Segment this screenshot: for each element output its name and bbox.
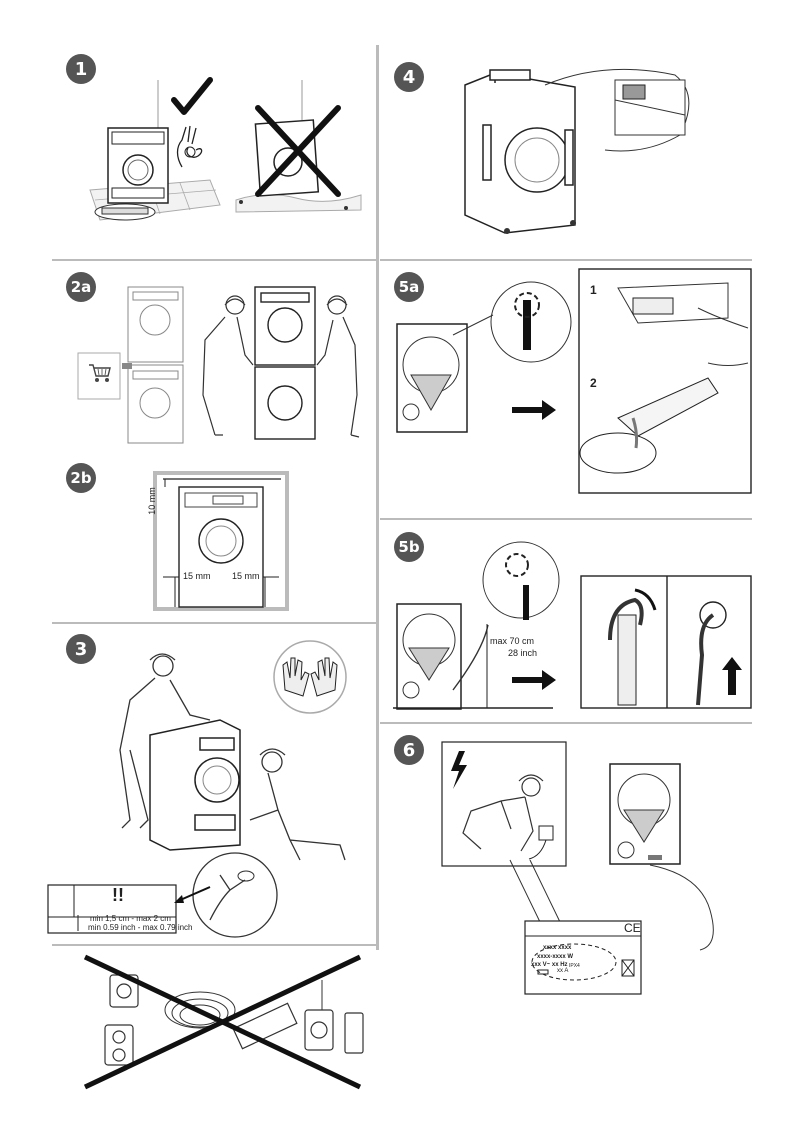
step-badge-2a: 2a [66,272,96,302]
ce-mark: CE [624,921,641,935]
rating-line-3: xxx V~ xx Hz [531,962,568,968]
rating-line-2: xxxx-xxxx W [537,954,574,960]
step-badge-1: 1 [66,54,96,84]
lightning-icon [451,751,467,789]
gloves-icon [273,640,347,714]
check-icon [171,77,213,115]
clearance-left-label: 15 mm [183,571,211,581]
divider-left-1 [52,259,377,261]
cross-icon [255,105,341,197]
divider-right-3 [380,722,752,724]
divider-right-2 [380,518,752,520]
step-badge-2b: 2b [66,463,96,493]
drain-step-2: 2 [590,376,597,390]
rating-ipx: IPX4 [569,963,580,969]
back-panel-drain-illustration [396,281,572,433]
feet-imperial-label: min 0.59 inch - max 0.79 inch [88,923,193,932]
stacked-appliances-illustration [77,286,360,444]
lifting-illustration [119,653,346,861]
step-badge-3: 3 [66,634,96,664]
no-extension-cords-illustration [83,954,364,1090]
arrow-right-icon [512,670,556,690]
center-divider [376,45,379,950]
clearance-right-label: 15 mm [232,571,260,581]
rating-amps: xx A [557,968,569,974]
feet-warning: !! [112,885,124,905]
feet-metric-label: min 1,5 cm - max 2 cm [90,914,171,923]
arrow-right-icon [512,400,556,420]
level-surface-illustration [89,80,221,221]
electrical-plug-panel [441,741,567,867]
rating-line-1: xxxx xxxx [543,945,572,951]
transport-bolts-illustration [464,68,690,234]
divider-left-2 [52,622,377,624]
niche-clearance-illustration [153,471,289,611]
rating-plate [524,920,642,995]
divider-left-3 [52,944,377,946]
drain-step-1: 1 [590,283,597,297]
drain-max-cm: max 70 cm [490,636,535,646]
pointer-arrow [174,886,211,903]
drain-hose-height-illustration [393,541,560,710]
clearance-top-label: 10 mm [146,487,157,515]
callout-connector [509,859,714,951]
feet-height-diagram [47,884,177,934]
step-badge-4: 4 [394,62,424,92]
step-badge-5b: 5b [394,532,424,562]
step-badge-5a: 5a [394,272,424,302]
ok-hand-icon [176,125,203,168]
divider-right-1 [380,259,752,261]
cart-icon [89,364,111,382]
back-panel-label-location [609,763,681,865]
drain-emptying-panel [578,268,752,494]
step-badge-6: 6 [394,735,424,765]
hose-connection-panel [580,575,752,709]
drain-max-inch: 28 inch [508,648,538,658]
